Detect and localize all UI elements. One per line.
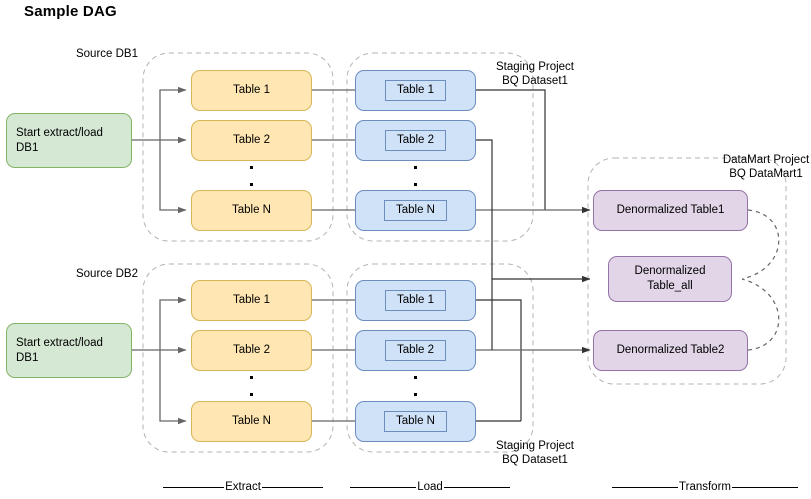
phase-extract-line-left [163, 486, 225, 488]
phase-transform-line-right [732, 486, 799, 488]
phase-extract-line-right [261, 486, 324, 488]
extract-table-row2-n[interactable]: Table N [191, 401, 312, 442]
datamart-project-label: DataMart Project BQ DataMart1 [722, 154, 810, 180]
load-table-row1-n[interactable]: Table N [355, 190, 476, 231]
denormalized-table2-node[interactable]: Denormalized Table2 [593, 330, 748, 371]
load-table-row1-2-label: Table 2 [384, 130, 447, 151]
start-extract-load-db1-node[interactable]: Start extract/load DB1 [6, 113, 132, 168]
edges-load-row1-to-table1 [476, 89, 591, 214]
edges-load-row2-to-table2 [476, 299, 591, 422]
phase-load-line-left [350, 486, 417, 488]
extract-row2-ellipsis [246, 376, 256, 410]
load-row1-ellipsis [410, 166, 420, 200]
extract-table-row2-2[interactable]: Table 2 [191, 330, 312, 371]
load-table-row1-n-label: Table N [384, 200, 447, 221]
load-table-row2-n[interactable]: Table N [355, 401, 476, 442]
phase-load-label: Load [417, 481, 443, 493]
denormalized-table1-node[interactable]: Denormalized Table1 [593, 190, 748, 231]
start-extract-load-db2-node[interactable]: Start extract/load DB1 [6, 323, 132, 378]
phase-extract-label: Extract [225, 481, 261, 493]
load-table-row1-1[interactable]: Table 1 [355, 70, 476, 111]
phase-extract: Extract [163, 481, 324, 493]
extract-row1-ellipsis [246, 166, 256, 200]
phase-load-line-right [443, 486, 510, 488]
edges-datamart-merge [741, 209, 780, 351]
source-db1-label: Source DB1 [75, 48, 138, 60]
load-table-row2-2[interactable]: Table 2 [355, 330, 476, 371]
load-row2-ellipsis [410, 376, 420, 410]
load-table-row2-n-label: Table N [384, 411, 447, 432]
edges-extract-row2 [132, 296, 187, 425]
phase-transform-line-left [612, 486, 679, 488]
denormalized-table-all-node[interactable]: Denormalized Table_all [608, 256, 732, 302]
load-table-row2-1-label: Table 1 [384, 290, 447, 311]
edges-load-row1-to-table-all [476, 139, 591, 283]
load-table-row1-2[interactable]: Table 2 [355, 120, 476, 161]
staging-project-bottom-label: Staging Project BQ Dataset1 [496, 440, 574, 466]
page-title: Sample DAG [24, 3, 117, 20]
phase-transform-label: Transform [679, 481, 731, 493]
extract-table-row1-n[interactable]: Table N [191, 190, 312, 231]
edges-extract-row1 [132, 86, 187, 214]
load-table-row2-2-label: Table 2 [384, 340, 447, 361]
source-db2-label: Source DB2 [75, 268, 138, 280]
phase-transform: Transform [612, 481, 799, 493]
load-table-row2-1[interactable]: Table 1 [355, 280, 476, 321]
extract-table-row1-1[interactable]: Table 1 [191, 70, 312, 111]
extract-table-row1-2[interactable]: Table 2 [191, 120, 312, 161]
staging-project-top-label: Staging Project BQ Dataset1 [496, 61, 574, 87]
load-table-row1-1-label: Table 1 [384, 80, 447, 101]
phase-load: Load [350, 481, 510, 493]
extract-table-row2-1[interactable]: Table 1 [191, 280, 312, 321]
